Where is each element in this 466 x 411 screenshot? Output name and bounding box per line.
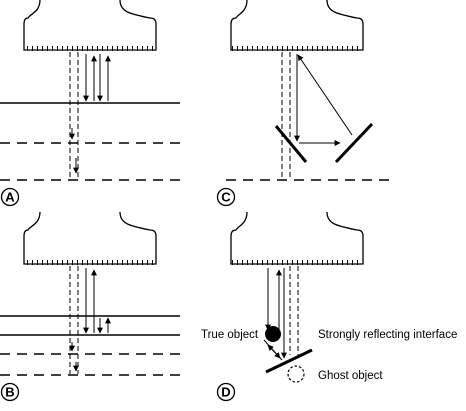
panel-letter-b: B — [5, 385, 14, 400]
transducer — [23, 211, 157, 265]
label-strongly-reflecting-interface: Strongly reflecting interface — [318, 329, 457, 341]
panel-letter-c: C — [221, 190, 231, 205]
reflector-right — [334, 122, 374, 164]
panel-letter-d: D — [221, 385, 230, 400]
strongly-reflecting-interface — [265, 348, 313, 374]
transducer-elements — [25, 260, 155, 265]
transducer — [23, 0, 157, 51]
panel-letter-a: A — [5, 190, 15, 205]
transducer — [230, 211, 364, 265]
true-object — [265, 326, 281, 342]
label-ghost-object: Ghost object — [318, 370, 383, 382]
panel-a: A — [0, 0, 180, 207]
reflector-left — [274, 125, 308, 163]
transducer-elements — [232, 46, 362, 51]
label-true-object: True object — [201, 329, 259, 341]
panel-c: C — [216, 0, 392, 207]
transducer — [230, 0, 364, 51]
transducer-elements — [25, 46, 155, 51]
panel-b: B — [0, 211, 180, 402]
transducer-elements — [232, 260, 362, 265]
panel-d: True object Strongly reflecting interfac… — [201, 211, 457, 402]
ghost-object — [287, 365, 305, 383]
